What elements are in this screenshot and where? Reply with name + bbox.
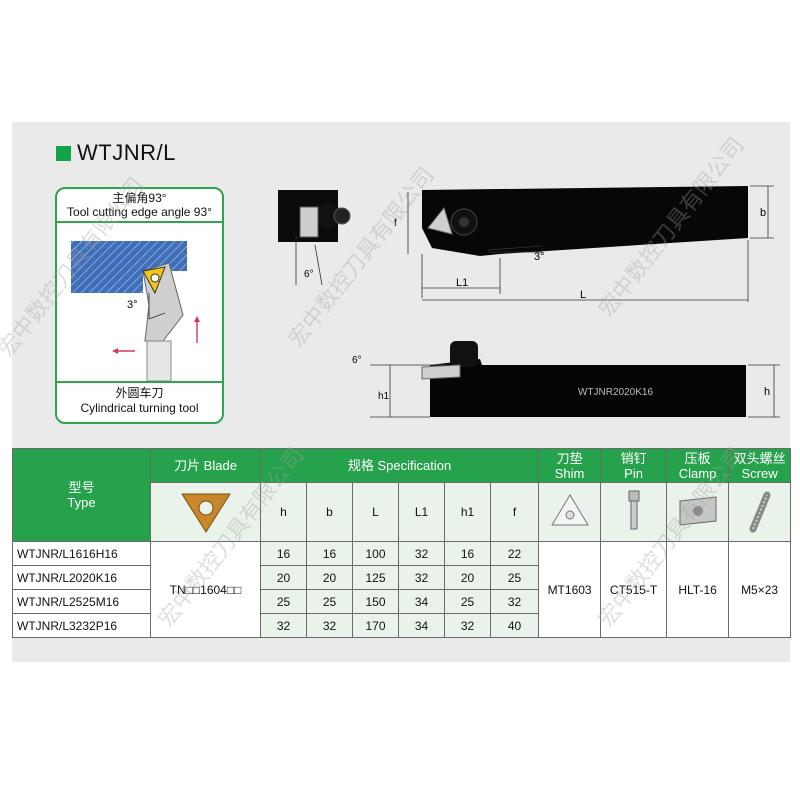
col-h: h xyxy=(260,482,307,542)
dim-h: h xyxy=(764,386,770,398)
dim-b: b xyxy=(760,207,766,219)
caption-top-cn: 主偏角93° xyxy=(112,191,167,205)
pin-value: CT515-T xyxy=(600,541,668,638)
heading: WTJNR/L xyxy=(56,140,176,166)
caption-bottom-en: Cylindrical turning tool xyxy=(80,401,199,415)
header-spec: 规格 Specification xyxy=(259,448,540,483)
turning-diagram: 3° xyxy=(71,241,200,381)
clamp-icon xyxy=(679,495,717,526)
caption-divider-top xyxy=(57,221,222,223)
header-blade: 刀片 Blade xyxy=(150,448,261,483)
col-L: L xyxy=(352,482,399,542)
dim-f: f xyxy=(394,218,397,229)
side-view-body xyxy=(430,365,746,417)
dim-angle: 3° xyxy=(534,251,545,263)
tool-end-view: 6° xyxy=(278,190,351,286)
screw-value: M5×23 xyxy=(728,541,792,638)
top-view-body xyxy=(422,186,748,256)
caption-bottom-cn: 外圆车刀 xyxy=(115,386,164,400)
clamp-value: HLT-16 xyxy=(666,541,730,638)
caption-divider-bottom xyxy=(57,381,222,383)
caption-top-en: Tool cutting edge angle 93° xyxy=(67,205,212,219)
tool-top-view: f b 3° L1 L xyxy=(394,185,774,302)
shim-value: MT1603 xyxy=(538,541,602,638)
cutting-angle-figure: 主偏角93° Tool cutting edge angle 93° 3° 外圆… xyxy=(55,187,224,424)
screw-icon xyxy=(749,491,771,532)
green-square-icon xyxy=(56,145,71,161)
end-view-angle: 6° xyxy=(304,269,314,280)
clamp-image-cell xyxy=(666,482,730,542)
triangle-insert-icon xyxy=(180,493,231,533)
tool-side-view: WTJNR2020K16 h1 6° h xyxy=(352,341,780,418)
col-f: f xyxy=(489,482,540,542)
side-view-label: WTJNR2020K16 xyxy=(578,387,653,398)
col-L1: L1 xyxy=(398,482,445,542)
screw-image-cell xyxy=(728,482,792,542)
blade-image-cell xyxy=(150,482,261,542)
pin-image-cell xyxy=(600,482,668,542)
dim-L: L xyxy=(580,289,586,301)
shim-icon xyxy=(550,493,589,525)
shim-image-cell xyxy=(538,482,602,542)
blade-value: TN□□1604□□ xyxy=(150,541,261,638)
col-h1: h1 xyxy=(444,482,491,542)
dim-L1: L1 xyxy=(456,277,468,289)
pin-icon xyxy=(628,490,640,529)
figure-angle-label: 3° xyxy=(127,299,138,311)
workpiece-step xyxy=(71,271,143,293)
dim-h1: h1 xyxy=(378,391,390,402)
side-angle: 6° xyxy=(352,355,362,366)
col-b: b xyxy=(306,482,353,542)
page-title: WTJNR/L xyxy=(77,140,176,165)
